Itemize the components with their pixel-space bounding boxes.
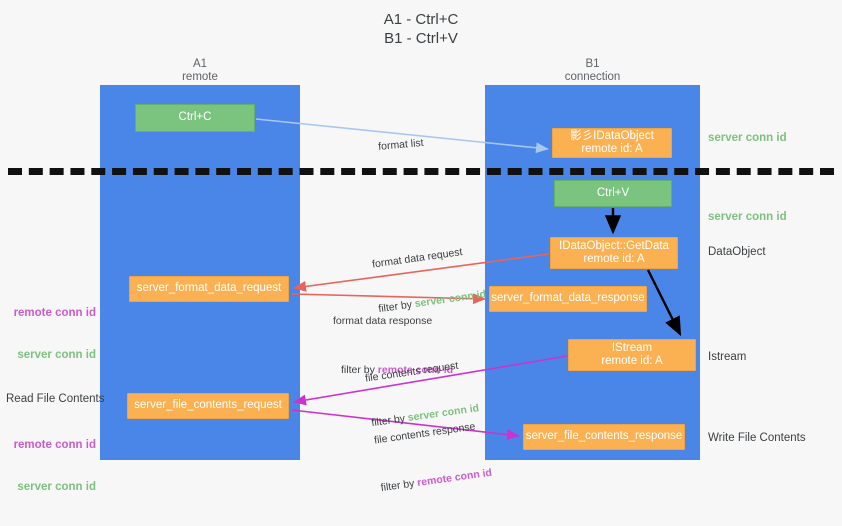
edge-label-file-contents-request-line1: file contents request (364, 359, 460, 385)
filter-key-remote-conn-id: remote conn id (377, 364, 454, 376)
node-server-format-data-response[interactable]: server_format_data_response (489, 286, 647, 312)
label-write-file-contents: Write File Contents (708, 432, 806, 444)
diagram-canvas: A1 - Ctrl+C B1 - Ctrl+V A1 remote B1 con… (6, 11, 834, 494)
node-server-format-data-request[interactable]: server_format_data_request (129, 276, 289, 302)
node-server-file-contents-response[interactable]: server_file_contents_response (523, 424, 685, 450)
edge-label-format-list: format list (375, 106, 427, 185)
filter-prefix: filter by (379, 477, 419, 495)
edge-label-format-data-response: format data response filter by remote co… (333, 284, 453, 408)
node-idataobject-getdata-line2: remote id: A (583, 253, 645, 265)
label-server-conn-id-second: server conn id (708, 211, 787, 223)
filter-key-remote-conn-id: remote conn id (416, 466, 493, 489)
node-ctrl-v-label: Ctrl+V (596, 186, 630, 199)
node-ctrl-c[interactable]: Ctrl+C (135, 104, 255, 132)
label-remote-conn-id: remote conn id (13, 439, 96, 451)
filter-prefix: filter by (341, 364, 378, 376)
node-ctrl-c-label: Ctrl+C (178, 111, 212, 124)
edge-label-file-contents-response: file contents response filter by remote … (369, 388, 497, 525)
node-server-format-data-response-label: server_format_data_response (491, 292, 645, 305)
node-format-list-dataobject-line2: remote id: A (581, 143, 643, 155)
edge-label-format-data-response-line2: filter by remote conn id (341, 363, 453, 378)
edge-label-format-list-text: format list (377, 136, 425, 153)
node-server-format-data-request-label: server_format_data_request (136, 282, 282, 295)
node-server-file-contents-request[interactable]: server_file_contents_request (127, 393, 289, 419)
label-conn-ids-format: remote conn id server conn id (10, 278, 96, 390)
label-remote-conn-id: remote conn id (13, 307, 96, 319)
edge-label-format-data-request-line1: format data request (371, 246, 464, 271)
label-server-conn-id: server conn id (17, 481, 96, 493)
node-istream[interactable]: IStream remote id: A (568, 339, 696, 371)
edge-label-file-contents-response-line2: filter by remote conn id (380, 466, 493, 496)
node-idataobject-getdata[interactable]: IDataObject::GetData remote id: A (550, 237, 678, 269)
column-header-b1: B1 connection (564, 58, 621, 83)
node-idataobject-getdata-line1: IDataObject::GetData (559, 239, 669, 252)
label-read-file-contents: Read File Contents (6, 393, 105, 405)
node-istream-line1: IStream (611, 341, 653, 354)
dashed-divider (8, 168, 834, 175)
diagram-title: A1 - Ctrl+C B1 - Ctrl+V (383, 11, 459, 47)
label-server-conn-id: server conn id (17, 349, 96, 361)
node-istream-line2: remote id: A (601, 355, 663, 367)
node-format-list-dataobject[interactable]: 影彡IDataObject remote id: A (552, 128, 672, 158)
label-istream: Istream (708, 351, 747, 363)
edge-label-format-data-response-line1: format data response (333, 315, 433, 327)
label-conn-ids-file: remote conn id server conn id (10, 410, 96, 522)
label-dataobject: DataObject (708, 246, 766, 258)
label-server-conn-id-top: server conn id (708, 132, 787, 144)
node-format-list-dataobject-line1: 影彡IDataObject (570, 129, 654, 142)
edge-label-file-contents-response-line1: file contents response (373, 420, 477, 447)
node-server-file-contents-request-label: server_file_contents_request (134, 399, 282, 412)
node-server-file-contents-response-label: server_file_contents_response (525, 430, 683, 443)
node-ctrl-v[interactable]: Ctrl+V (554, 180, 672, 207)
column-header-a1: A1 remote (182, 58, 218, 83)
